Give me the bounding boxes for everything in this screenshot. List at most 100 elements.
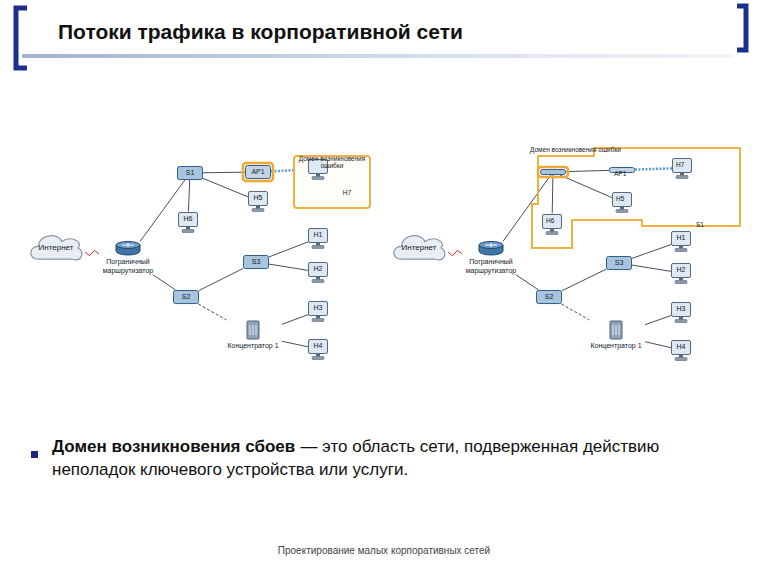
device-label: H1 xyxy=(312,231,324,239)
host-node: H2 xyxy=(308,262,328,283)
ethernet-link xyxy=(269,242,308,257)
wireless-link xyxy=(635,168,672,169)
access-point-node: AP1 xyxy=(245,165,271,179)
device-label: H5 xyxy=(616,195,624,202)
host-node: H4 xyxy=(308,339,328,360)
ethernet-link xyxy=(269,264,308,270)
ethernet-link xyxy=(552,175,554,214)
switch-node: S3 xyxy=(243,255,269,269)
region-label: Домен возникновения ошибки xyxy=(293,155,371,170)
device-label: S2 xyxy=(541,293,557,301)
region-label: Домен возникновения ошибки xyxy=(530,146,621,153)
host-node: H1 xyxy=(308,228,328,249)
slide-title: Потоки трафика в корпоративной сети xyxy=(58,20,463,44)
switch-node: S2 xyxy=(173,290,199,304)
router-icon xyxy=(478,241,504,256)
host-node: H2 xyxy=(671,263,691,284)
ethernet-link xyxy=(203,178,248,197)
ethernet-link xyxy=(645,316,671,325)
ethernet-link xyxy=(516,275,539,290)
device-label: H7 xyxy=(314,189,380,196)
ethernet-link xyxy=(560,175,612,198)
device-label: H2 xyxy=(675,266,687,274)
switch-node: S3 xyxy=(606,256,632,270)
device-label: S1 xyxy=(652,221,748,228)
footer-text: Проектирование малых корпоративных сетей xyxy=(0,545,768,556)
device-label: Интернет xyxy=(39,243,74,252)
device-label: S1 xyxy=(182,169,198,177)
host-node: H3 xyxy=(671,302,691,323)
switch-node: S2 xyxy=(536,290,562,304)
hub-link xyxy=(561,304,589,320)
ethernet-link xyxy=(645,342,671,348)
device-label: H3 xyxy=(675,305,687,313)
switch-node: S1 xyxy=(177,166,203,180)
device-label: H6 xyxy=(182,215,194,223)
device-label: H7 xyxy=(676,161,684,168)
device-label: Пограничный маршрутизатор xyxy=(463,258,519,274)
ethernet-link xyxy=(282,341,308,347)
host-node: H7 xyxy=(672,158,692,179)
ethernet-link xyxy=(140,180,185,241)
ethernet-link xyxy=(632,245,671,259)
hub-node: Концентратор 1 xyxy=(224,320,282,350)
router-node: Пограничный маршрутизатор xyxy=(462,241,520,274)
device-label: Интернет xyxy=(402,243,437,252)
bullet-mark xyxy=(31,451,38,458)
host-node: H5 xyxy=(248,191,268,212)
title-bracket xyxy=(16,8,27,68)
device-label: H3 xyxy=(312,304,324,312)
ethernet-link xyxy=(153,275,176,290)
host-node: H1 xyxy=(671,231,691,252)
device-label: AP1 xyxy=(250,168,266,176)
hub-link xyxy=(198,304,226,320)
access-point-node: AP1 xyxy=(609,167,635,173)
host-node: H3 xyxy=(308,301,328,322)
hub-node: Концентратор 1 xyxy=(587,320,645,350)
device-label: S3 xyxy=(248,258,264,266)
device-label: H1 xyxy=(675,234,687,242)
router-node: Пограничный маршрутизатор xyxy=(99,241,157,274)
device-label: Концентратор 1 xyxy=(225,342,281,350)
term-bold: Домен возникновения сбоев xyxy=(52,437,295,456)
hub-icon xyxy=(246,320,260,340)
device-label: AP1 xyxy=(614,170,626,177)
internet-cloud: Интернет xyxy=(390,232,448,264)
host-node: H6 xyxy=(178,212,198,233)
ethernet-link xyxy=(199,268,243,290)
title-underline xyxy=(22,54,734,58)
wan-link xyxy=(448,250,462,255)
fault-domain-region-icon xyxy=(530,146,742,250)
ethernet-link xyxy=(203,172,245,174)
hub-icon xyxy=(609,320,623,340)
ethernet-link xyxy=(632,265,671,271)
ethernet-link xyxy=(562,269,606,290)
fault-domain-region: H7Домен возникновения ошибки xyxy=(293,155,371,209)
router-icon xyxy=(115,241,141,256)
host-node: H6 xyxy=(542,214,562,235)
host-node: H5 xyxy=(612,192,632,213)
host-node: H4 xyxy=(671,340,691,361)
ethernet-link xyxy=(566,170,609,171)
switch-node: S1 xyxy=(540,169,566,175)
wan-link xyxy=(85,250,99,255)
device-label: H4 xyxy=(312,342,324,350)
device-label: H5 xyxy=(252,194,264,202)
fault-domain-region: S1 AP1 H7H6 H5 Домен возникновения ошибки xyxy=(530,146,742,250)
title-bracket xyxy=(737,6,746,50)
ethernet-link xyxy=(188,180,189,211)
device-label: S2 xyxy=(178,293,194,301)
internet-cloud: Интернет xyxy=(27,232,85,264)
bullet-paragraph: Домен возникновения сбоев— это область с… xyxy=(52,436,742,482)
switch-node-icon xyxy=(540,169,566,175)
device-label: H6 xyxy=(546,217,554,224)
ethernet-link xyxy=(503,175,551,241)
device-label: H4 xyxy=(675,343,687,351)
ethernet-link xyxy=(282,315,308,325)
device-label: S3 xyxy=(611,259,627,267)
device-label: Пограничный маршрутизатор xyxy=(100,258,156,274)
